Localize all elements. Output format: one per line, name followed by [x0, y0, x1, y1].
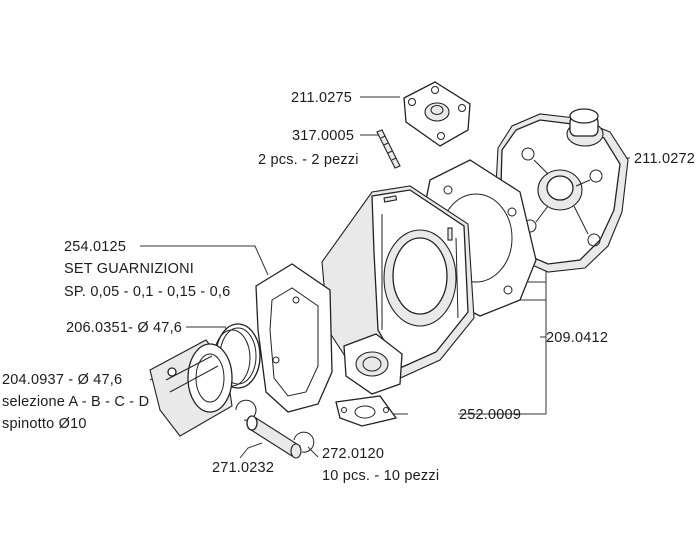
label-circlip-qty: 10 pcs. - 10 pezzi	[322, 468, 439, 484]
cylinder-part	[321, 185, 475, 395]
base-gasket-part	[255, 263, 333, 413]
label-gasket-set-title: SET GUARNIZIONI	[64, 261, 194, 277]
label-cylinder-kit: 209.0412	[546, 330, 608, 346]
label-piston-rings: 206.0351- Ø 47,6	[66, 320, 182, 336]
piston-part	[149, 339, 233, 437]
label-piston-pin: spinotto Ø10	[2, 416, 87, 432]
label-circlip: 272.0120	[322, 446, 384, 462]
label-stud: 317.0005	[292, 128, 354, 144]
label-exhaust-gasket: 252.0009	[459, 407, 521, 423]
label-stud-qty: 2 pcs. - 2 pezzi	[258, 152, 359, 168]
label-piston-selection: selezione A - B - C - D	[2, 394, 149, 410]
label-gasket-set-sizes: SP. 0,05 - 0,1 - 0,15 - 0,6	[64, 284, 230, 300]
label-piston: 204.0937 - Ø 47,6	[2, 372, 122, 388]
intake-plate-part	[403, 81, 471, 147]
callout-labels: 211.0275 317.0005 2 pcs. - 2 pezzi 211.0…	[2, 90, 695, 484]
cylinder-head-part	[493, 108, 629, 273]
label-intake-manifold: 211.0275	[291, 90, 352, 106]
stud-part	[376, 129, 401, 169]
label-pin: 271.0232	[212, 460, 274, 476]
exhaust-gasket-part	[335, 395, 398, 427]
label-cylinder-head: 211.0272	[634, 151, 695, 167]
piston-pin-part	[246, 415, 302, 459]
label-gasket-set: 254.0125	[64, 239, 126, 255]
